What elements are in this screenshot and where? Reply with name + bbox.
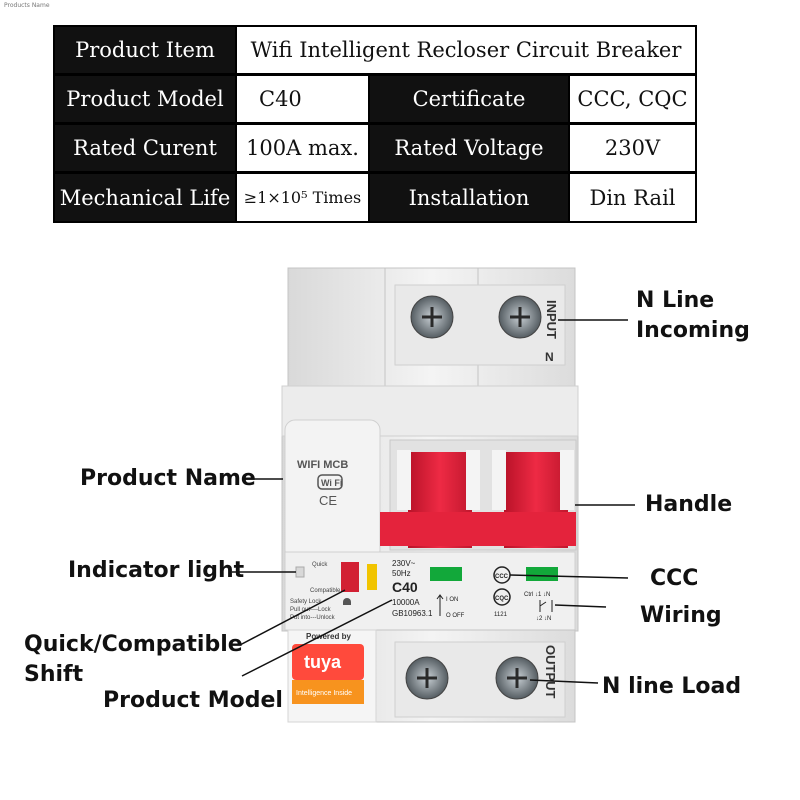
callout-n-line-incoming-2: Incoming bbox=[636, 318, 750, 343]
tuya-logo bbox=[292, 644, 364, 680]
ccc-mark: CCC bbox=[495, 574, 509, 580]
ce-mark: CE bbox=[319, 493, 337, 508]
wifi-mcb-label: WIFI MCB bbox=[297, 459, 348, 471]
certificate-value: CCC, CQC bbox=[570, 76, 695, 122]
installation-value: Din Rail bbox=[570, 174, 695, 221]
wiring-diagram-bottom: ↓2 ↓N bbox=[536, 616, 551, 622]
output-label: OUTPUT bbox=[543, 645, 558, 699]
spec-table: Product Item Wifi Intelligent Recloser C… bbox=[53, 25, 697, 223]
indicator-green-right bbox=[526, 567, 558, 581]
safety-lock-label: Safety Lock bbox=[290, 599, 322, 605]
off-label: O OFF bbox=[446, 613, 465, 619]
safety-lock-yellow bbox=[367, 564, 377, 590]
cqc-mark: CQC bbox=[495, 596, 509, 602]
wiring-diagram-top: Ctrl ↓1 ↓N bbox=[524, 592, 550, 598]
callout-product-model: Product Model bbox=[103, 688, 283, 713]
tuya-text: tuya bbox=[304, 652, 342, 672]
intelligence-inside-label: Intelligence Inside bbox=[296, 690, 352, 697]
product-item-value: Wifi Intelligent Recloser Circuit Breake… bbox=[237, 27, 695, 73]
rating-model: C40 bbox=[392, 579, 418, 595]
wifi-module bbox=[284, 419, 381, 561]
rating-breaking: 10000A bbox=[392, 598, 420, 607]
leader-quick-shift bbox=[239, 589, 346, 646]
product-model-value: C40 bbox=[237, 76, 368, 122]
product-item-label: Product Item bbox=[55, 27, 235, 73]
leader-n-line-load bbox=[529, 679, 599, 684]
rating-standard: GB10963.1 bbox=[392, 609, 433, 618]
callout-n-line-load: N line Load bbox=[602, 674, 742, 699]
callout-product-name: Product Name bbox=[80, 466, 256, 491]
rated-current-label: Rated Curent bbox=[55, 125, 235, 171]
powered-by-label: Powered by bbox=[306, 632, 351, 641]
installation-label: Installation bbox=[370, 174, 568, 221]
input-label: INPUT bbox=[544, 300, 559, 339]
callout-handle: Handle bbox=[645, 492, 733, 517]
leader-product-model bbox=[241, 599, 393, 677]
product-model-label: Product Model bbox=[55, 76, 235, 122]
rated-voltage-value: 230V bbox=[570, 125, 695, 171]
compatible-label: Compatible bbox=[310, 588, 341, 594]
pull-out-label: Pull out----Lock bbox=[290, 607, 332, 613]
rated-voltage-label: Rated Voltage bbox=[370, 125, 568, 171]
leader-wiring bbox=[554, 604, 607, 608]
certificate-label: Certificate bbox=[370, 76, 568, 122]
callout-wiring: Wiring bbox=[640, 603, 722, 628]
wifi-badge: Wi Fi bbox=[321, 478, 342, 488]
mechanical-life-value: ≥1×10⁵ Times bbox=[237, 174, 368, 221]
header-caption: Products Name bbox=[4, 2, 50, 9]
callout-indicator-light: Indicator light bbox=[68, 558, 245, 583]
rating-frequency: 50Hz bbox=[392, 569, 411, 578]
indicator-light bbox=[295, 566, 305, 578]
leader-ccc bbox=[509, 574, 629, 579]
callout-n-line-incoming-1: N Line bbox=[636, 288, 715, 313]
cert-number: 1121 bbox=[494, 612, 508, 618]
mechanical-life-label: Mechanical Life bbox=[55, 174, 235, 221]
quick-label: Quick bbox=[312, 562, 328, 568]
quick-compatible-switch bbox=[341, 562, 359, 592]
rating-voltage: 230V~ bbox=[392, 559, 416, 568]
input-n-label: N bbox=[545, 350, 554, 364]
callout-quick-shift-2: Shift bbox=[24, 662, 84, 687]
callout-quick-shift-1: Quick/Compatible bbox=[24, 632, 243, 657]
rated-current-value: 100A max. bbox=[237, 125, 368, 171]
on-label: I ON bbox=[446, 597, 458, 603]
put-into-label: Put into---Unlock bbox=[290, 615, 336, 621]
indicator-green-left bbox=[430, 567, 462, 581]
callout-ccc: CCC bbox=[650, 566, 699, 591]
